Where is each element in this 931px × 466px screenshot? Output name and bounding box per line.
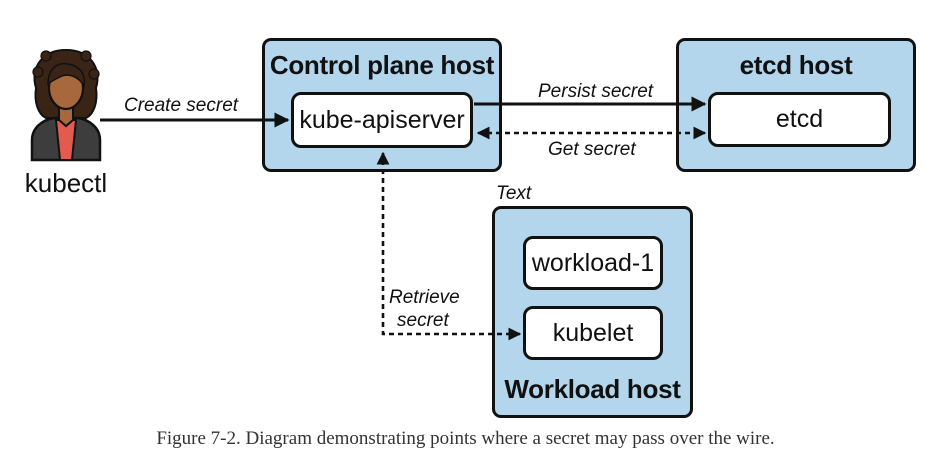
control-plane-host-title: Control plane host	[269, 50, 495, 80]
persist-secret-label: Persist secret	[538, 81, 654, 102]
create-secret-label: Create secret	[124, 95, 239, 116]
kube-apiserver-node: kube-apiserver	[291, 92, 473, 148]
etcd-node: etcd	[708, 92, 891, 147]
figure-caption: Figure 7-2. Diagram demonstrating points…	[156, 428, 775, 449]
kubectl-label: kubectl	[24, 168, 108, 198]
kubelet-node: kubelet	[523, 306, 663, 360]
retrieve-secret-label-line1: Retrieve	[389, 287, 460, 308]
etcd-host-title: etcd host	[739, 50, 853, 80]
retrieve-secret-label-line2: secret	[397, 310, 449, 331]
user-avatar-icon	[30, 48, 102, 162]
retrieve-secret-arrow	[376, 151, 522, 341]
get-secret-label: Get secret	[548, 139, 636, 160]
workload-host-title: Workload host	[504, 374, 681, 404]
workload-1-node: workload-1	[523, 236, 663, 290]
workload-host-annotation: Text	[496, 183, 532, 204]
